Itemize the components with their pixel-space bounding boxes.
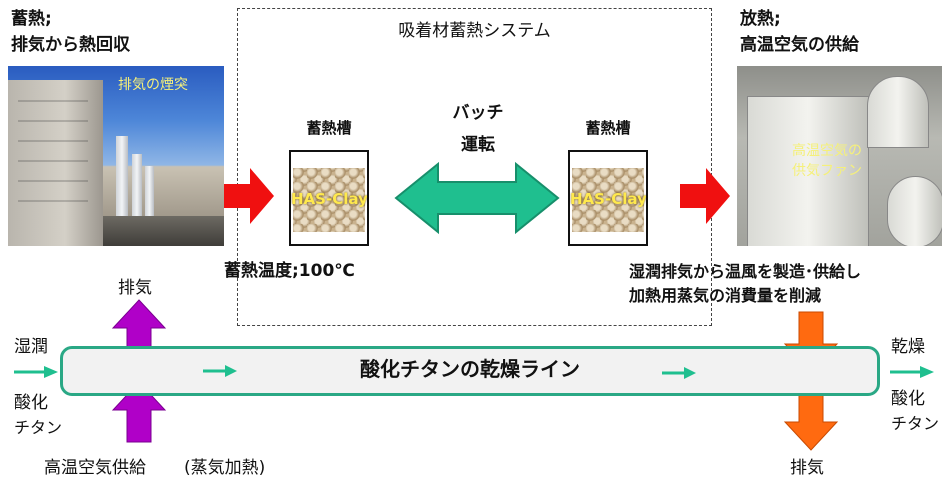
right-tank-material: HAS-Clay (570, 190, 647, 208)
right-tank-label: 蓄熱槽 (585, 119, 631, 137)
input-line2: 酸化 (14, 393, 48, 413)
exhaust-down-orange-arrow (783, 389, 839, 451)
heat-release-title: 放熱; (740, 9, 781, 29)
system-title: 吸着材蓄熱システム (398, 21, 551, 41)
batch-double-arrow (394, 161, 560, 235)
flow-arrow-2 (662, 367, 696, 379)
drying-line-label: 酸化チタンの乾燥ライン (360, 357, 580, 381)
heat-release-subtitle: 高温空気の供給 (740, 35, 859, 55)
heat-storage-title: 蓄熱; (11, 9, 52, 29)
input-arrow (14, 366, 58, 378)
flow-arrow-1 (203, 365, 237, 377)
output-line3: チタン (891, 414, 940, 433)
storage-temperature: 蓄熱温度;100℃ (224, 261, 355, 281)
output-line2: 酸化 (891, 389, 925, 409)
heat-out-red-arrow (680, 168, 730, 224)
heat-storage-subtitle: 排気から熱回収 (11, 35, 130, 55)
output-line1: 乾燥 (891, 337, 925, 357)
supply-fan-photo: 高温空気の 供気ファン (737, 66, 942, 246)
chimney-photo-label: 排気の煙突 (118, 77, 188, 93)
benefit-line1: 湿潤排気から温風を製造･供給し (629, 262, 862, 281)
hot-air-supply-label: 高温空気供給 (44, 458, 146, 478)
adsorbent-storage-system-box (237, 8, 712, 326)
left-storage-tank: HAS-Clay (289, 150, 369, 246)
batch-line1: バッチ (452, 103, 504, 123)
heat-in-red-arrow (224, 168, 274, 224)
left-tank-label: 蓄熱槽 (306, 119, 352, 137)
supply-fan-label-line2: 供気ファン (792, 163, 862, 179)
exhaust-right-label: 排気 (790, 458, 824, 478)
input-line1: 湿潤 (14, 337, 48, 357)
input-line3: チタン (14, 418, 63, 437)
chimney-photo: 排気の煙突 (8, 66, 224, 246)
output-arrow (890, 366, 934, 378)
drying-line (60, 346, 880, 396)
benefit-line2: 加熱用蒸気の消費量を削減 (629, 286, 822, 305)
right-storage-tank: HAS-Clay (568, 150, 648, 246)
hot-air-up-purple-arrow (111, 381, 167, 443)
supply-fan-label-line1: 高温空気の (792, 143, 862, 159)
batch-line2: 運転 (461, 135, 495, 155)
steam-heating-label: (蒸気加熱) (184, 458, 266, 478)
exhaust-left-label: 排気 (118, 278, 152, 298)
left-tank-material: HAS-Clay (291, 190, 368, 208)
